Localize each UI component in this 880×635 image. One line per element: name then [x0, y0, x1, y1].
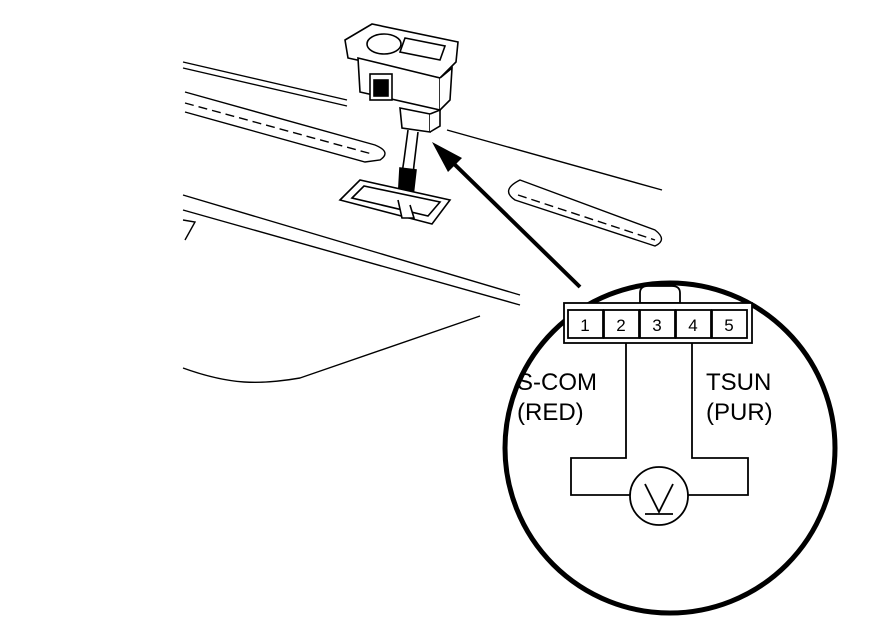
switch-connector-plug: [399, 107, 431, 133]
pin-number-2: 2: [616, 316, 625, 335]
pin-number-1: 1: [580, 316, 589, 335]
connector-latch: [639, 285, 681, 304]
roof-corner-notch: [182, 219, 197, 241]
roof-edge-mid-inner: [182, 209, 521, 306]
pin-number-5: 5: [724, 316, 733, 335]
pin-numbers: 1 2 3 4 5: [580, 316, 733, 335]
pin-cell-3: [639, 309, 676, 339]
pointer-arrow: [432, 142, 582, 289]
switch-window-inner: [373, 79, 389, 97]
pin-cell-5: [711, 309, 748, 339]
switch-button-round: [366, 33, 402, 55]
pin-cell-4: [675, 309, 712, 339]
label-red: (RED): [517, 399, 584, 426]
roof-edge-top-left-inner: [182, 67, 348, 107]
lead-pin-4: [688, 343, 749, 496]
lead-pin-2: [570, 343, 630, 496]
label-tsun: TSUN: [706, 369, 771, 396]
switch-assembly: [344, 23, 459, 133]
connector-housing: [563, 285, 753, 344]
roof-edge-mid: [182, 194, 521, 296]
test-leads: [570, 343, 749, 496]
roof-edge-top-left: [182, 61, 348, 101]
pin-number-3: 3: [652, 316, 661, 335]
voltmeter-icon: [629, 466, 689, 526]
panel-opening: [338, 179, 452, 225]
pin-cell-1: [567, 309, 604, 339]
label-pur: (PUR): [706, 399, 773, 426]
switch-body-side: [439, 66, 453, 111]
roof-edge-top-right: [446, 129, 663, 191]
inset-circle: [502, 280, 838, 616]
pin-cell-2: [603, 309, 640, 339]
switch-button-rect: [398, 37, 447, 61]
left-vent: [184, 91, 386, 163]
wire-labels: S-COM (RED) TSUN (PUR): [517, 369, 773, 426]
roof-panel: [182, 61, 663, 384]
roof-lower-edge: [182, 315, 481, 384]
right-vent: [507, 179, 663, 247]
label-s-com: S-COM: [517, 369, 597, 396]
pin-number-4: 4: [688, 316, 697, 335]
switch-connector-side: [429, 108, 441, 133]
